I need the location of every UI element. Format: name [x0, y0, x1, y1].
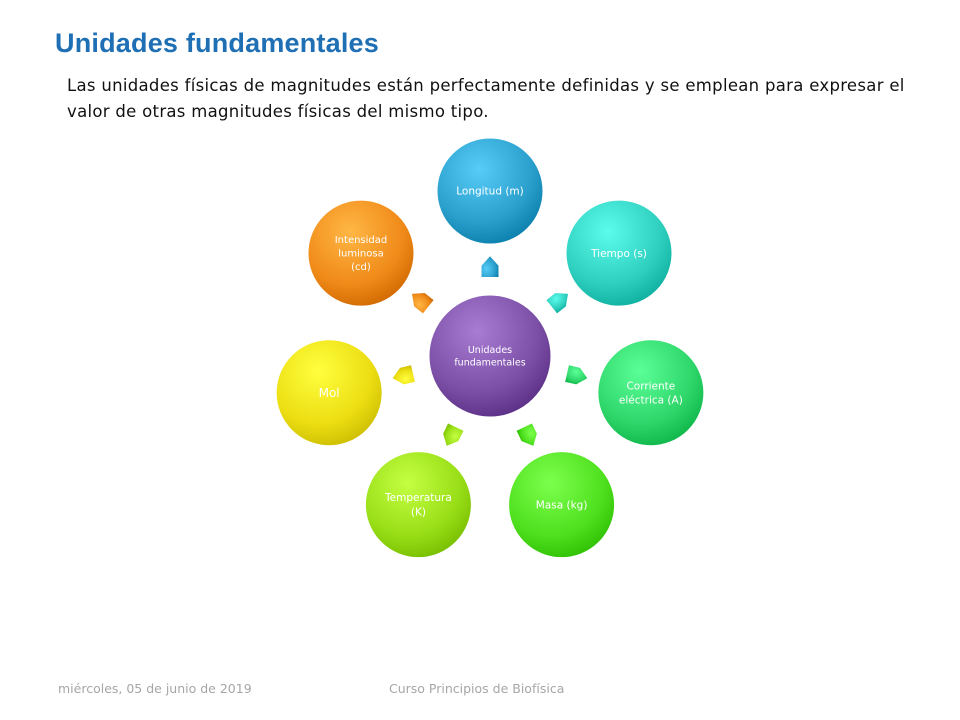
- center-node-label: Unidades: [468, 345, 512, 356]
- node-masa-label: Masa (kg): [536, 499, 588, 511]
- node-temperatura-label: Temperatura: [384, 492, 452, 504]
- node-tiempo-label: Tiempo (s): [590, 248, 647, 260]
- footer-course: Curso Principios de Biofísica: [389, 681, 565, 696]
- node-longitud-circle: [434, 135, 546, 247]
- node-masa: Masa (kg): [506, 449, 618, 561]
- center-node-circle: [426, 292, 554, 420]
- node-corriente-label: eléctrica (A): [619, 394, 683, 406]
- node-intensidad: Intensidad luminosa (cd): [305, 197, 417, 309]
- slide-body-text: Las unidades físicas de magnitudes están…: [67, 76, 905, 121]
- node-temperatura-label: (K): [411, 506, 426, 518]
- node-intensidad-label: luminosa: [338, 249, 383, 260]
- node-intensidad-label: (cd): [351, 262, 371, 273]
- node-temperatura: Temperatura (K): [362, 449, 474, 561]
- arrow-to-longitud: [480, 254, 500, 278]
- node-mol-circle: [273, 337, 385, 449]
- arrow-to-masa: [515, 422, 538, 448]
- footer-date: miércoles, 05 de junio de 2019: [58, 681, 252, 696]
- node-corriente-circle: [595, 337, 707, 449]
- node-intensidad-label: Intensidad: [335, 235, 388, 246]
- node-corriente-label: Corriente: [626, 380, 675, 392]
- node-longitud-label: Longitud (m): [456, 186, 524, 198]
- node-tiempo: Tiempo (s): [563, 197, 675, 309]
- arrow-to-corriente: [563, 364, 589, 386]
- node-tiempo-circle: [563, 197, 675, 309]
- node-masa-circle: [506, 449, 618, 561]
- center-node-label: fundamentales: [454, 358, 525, 369]
- node-temperatura-circle: [362, 449, 474, 561]
- arrow-to-intensidad: [410, 292, 435, 315]
- slide-title: Unidades fundamentales: [55, 28, 379, 58]
- node-longitud: Longitud (m): [434, 135, 546, 247]
- node-mol-label: Mol: [319, 386, 340, 400]
- arrow-to-mol: [391, 364, 417, 386]
- node-intensidad-circle: [305, 197, 417, 309]
- center-node: Unidades fundamentales: [426, 292, 554, 420]
- node-corriente: Corriente eléctrica (A): [595, 337, 707, 449]
- arrow-to-temperatura: [442, 422, 465, 448]
- arrow-to-tiempo: [545, 292, 570, 315]
- node-mol: Mol: [273, 337, 385, 449]
